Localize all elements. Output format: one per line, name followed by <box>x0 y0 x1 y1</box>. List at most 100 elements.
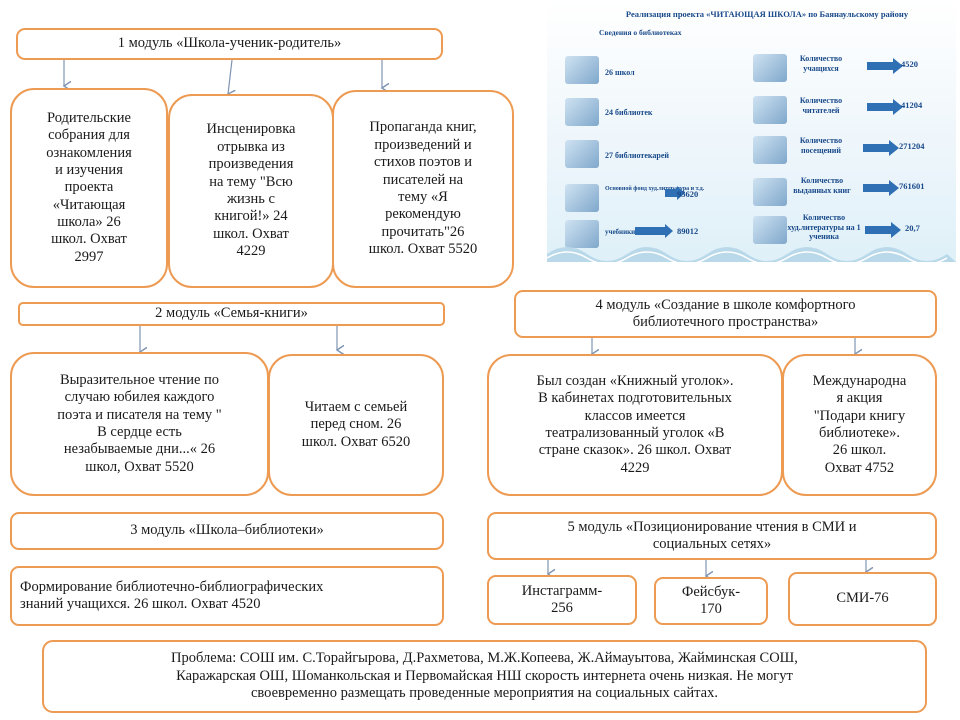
infographic-left-value: 89012 <box>677 226 699 236</box>
module4-box-1: Был создан «Книжный уголок». В кабинетах… <box>487 354 783 496</box>
module5-box-facebook: Фейсбук- 170 <box>654 577 768 625</box>
text-line: классов имеется <box>584 407 686 424</box>
module4-header-text: 4 модуль «Создание в школе комфортного б… <box>595 297 855 332</box>
text-line: Каражарская ОШ, Шоманкольская и Первомай… <box>176 667 793 684</box>
module1-box-3-text: Пропаганда книг, произведений и стихов п… <box>369 119 477 258</box>
text-line: "Подари книгу <box>813 407 906 424</box>
text-line: театрализованный уголок «В <box>545 425 725 441</box>
module1-box-2: Инсценировка отрывка из произведения на … <box>168 94 334 288</box>
text-line: и изучения <box>55 161 123 178</box>
visits-icon <box>753 136 787 164</box>
text-line: стране сказок». 26 школ. Охват <box>538 442 732 459</box>
text-line: библиотеке». <box>819 425 900 441</box>
text-line: Количество <box>802 213 846 222</box>
issued-books-icon <box>753 178 787 206</box>
text-line: школа» 26 <box>57 214 121 231</box>
text-line: отрывка из <box>217 138 285 155</box>
infographic-left-label: 24 библиотек <box>605 108 653 117</box>
text-line: Был создан «Книжный уголок». <box>536 372 734 389</box>
book-stack-icon <box>565 184 599 212</box>
readers-icon <box>753 96 787 124</box>
infographic-arrow <box>863 180 899 196</box>
text-line: рекомендую <box>385 206 461 223</box>
text-line: Выразительное чтение по <box>59 371 220 388</box>
module2-box-1: Выразительное чтение по случаю юбилея ка… <box>10 352 269 496</box>
module1-box-3: Пропаганда книг, произведений и стихов п… <box>332 90 514 288</box>
infographic-right-label: Количество читателей <box>789 96 853 115</box>
library-shelves-icon <box>565 98 599 126</box>
text-line: ознакомления <box>46 144 132 161</box>
text-line: Международна <box>812 372 907 389</box>
text-line: Охват 4752 <box>824 459 895 476</box>
infographic-subtitle: Сведения о библиотеках <box>599 28 682 37</box>
text-line: В сердце есть <box>97 424 182 440</box>
infographic-right-label: Количество посещений <box>789 136 853 155</box>
text-line: на тему "Всю <box>209 173 293 190</box>
text-line: школ, Охват 5520 <box>85 458 194 475</box>
infographic-arrow <box>867 99 903 115</box>
arrow <box>228 59 232 94</box>
text-line: я акция <box>836 390 883 407</box>
infographic-arrow <box>867 58 903 74</box>
text-line: 26 школ. <box>832 442 887 459</box>
module5-box-smi: СМИ-76 <box>788 572 937 626</box>
module2-box-2: Читаем с семьей перед сном. 26 школ. Охв… <box>268 354 444 496</box>
module1-box-2-text: Инсценировка отрывка из произведения на … <box>207 121 296 260</box>
text-line: 5 модуль «Позиционирование чтения в СМИ … <box>567 518 857 535</box>
text-line: школ. Охват 5520 <box>368 241 478 258</box>
module5-box-facebook-text: Фейсбук- 170 <box>682 584 740 619</box>
problem-box: Проблема: СОШ им. С.Торайгырова, Д.Рахме… <box>42 640 927 713</box>
module3-header: 3 модуль «Школа–библиотеки» <box>10 512 444 550</box>
problem-text: Проблема: СОШ им. С.Торайгырова, Д.Рахме… <box>171 650 798 702</box>
infographic-right-value: 761601 <box>899 181 925 191</box>
infographic-arrow <box>865 222 901 238</box>
text-line: поэта и писателя на тему " <box>57 406 222 423</box>
infographic-left-label: 27 библиотекарей <box>605 151 669 160</box>
infographic-left-label: учебники <box>605 228 636 236</box>
text-line: Количество <box>800 176 844 185</box>
module3-box-1-text: Формирование библиотечно-библиографическ… <box>20 579 323 614</box>
text-line: книгой!» 24 <box>214 208 288 225</box>
infographic-right-label: Количество худ.литературы на 1 ученика <box>785 213 863 242</box>
text-line: 4229 <box>620 459 650 476</box>
text-line: Родительские <box>47 109 131 126</box>
text-line: 2997 <box>74 248 104 265</box>
students-icon <box>753 54 787 82</box>
text-line: району <box>880 9 909 19</box>
text-line: знаний учащихся. 26 школ. Охват 4520 <box>20 596 261 612</box>
module5-box-instagram-text: Инстаграмм- 256 <box>522 583 602 618</box>
module1-box-1-text: Родительские собрания для ознакомления и… <box>46 110 132 267</box>
text-line: собрания для <box>48 127 130 144</box>
infographic-left-label: 26 школ <box>605 68 635 77</box>
infographic-arrow <box>863 140 899 156</box>
text-line: незабываемые дни...« 26 <box>63 441 216 458</box>
text-line: проекта <box>64 179 114 196</box>
school-building-icon <box>565 56 599 84</box>
text-line: СМИ-76 <box>836 590 889 607</box>
text-line: В кабинетах подготовительных <box>538 390 732 407</box>
text-line: худ.литературы <box>787 222 844 232</box>
infographic-right-label: Количество учащихся <box>789 54 853 73</box>
infographic-arrow <box>665 186 685 200</box>
text-line: произведений и <box>374 136 472 153</box>
infographic-title: Реализация проекта «ЧИТАЮЩАЯ ШКОЛА» по Б… <box>587 8 947 22</box>
text-line: 4 модуль «Создание в школе комфортного <box>595 296 856 313</box>
text-line: Инстаграмм- <box>521 582 603 599</box>
infographic-right-label: Количество выданных книг <box>785 176 859 195</box>
module2-header: 2 модуль «Семья-книги» <box>18 302 445 326</box>
text-line: библиотечного пространства» <box>632 314 819 330</box>
text-line: Пропаганда книг, <box>369 119 477 136</box>
text-line: школ. Охват <box>213 225 289 242</box>
text-line: случаю юбилея каждого <box>64 389 215 406</box>
module2-box-1-text: Выразительное чтение по случаю юбилея ка… <box>57 372 221 476</box>
text-line: выданных книг <box>793 185 851 195</box>
text-line: Количество <box>799 54 843 63</box>
decorative-ornament <box>547 247 956 262</box>
text-line: Инсценировка <box>206 121 296 138</box>
module1-box-1: Родительские собрания для ознакомления и… <box>10 88 168 288</box>
module2-header-text: 2 модуль «Семья-книги» <box>155 305 308 322</box>
text-line: перед сном. 26 <box>310 416 402 433</box>
text-line: Количество <box>799 96 843 105</box>
text-line: стихов поэтов и <box>373 154 472 171</box>
